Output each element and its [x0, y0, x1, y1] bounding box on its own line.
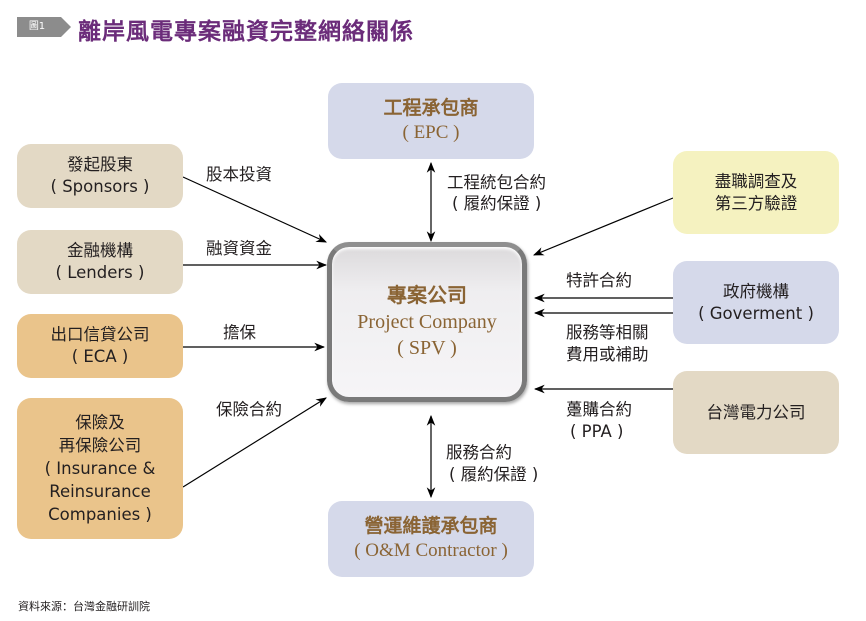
node-dd-line1: 盡職調查及 [714, 171, 798, 191]
arrow-insurance-spv [182, 397, 327, 488]
label-concession: 特許合約 [566, 271, 632, 290]
node-lenders: 金融機構 ( Lenders ) [17, 230, 183, 294]
node-om-en: ( O&M Contractor ) [354, 540, 508, 561]
node-spv: 專案公司 Project Company ( SPV ) [327, 242, 527, 402]
arrow-duediligence-spv [533, 197, 674, 256]
node-epc-zh: 工程承包商 [383, 98, 479, 119]
label-ppa-2: ( PPA ) [570, 422, 624, 441]
label-epc-contract-2: ( 履約保證 ) [452, 194, 542, 213]
node-epc-en: ( EPC ) [402, 122, 460, 143]
node-insurance-line3: ( Insurance & [44, 459, 156, 478]
node-taipower: 台灣電力公司 [673, 371, 839, 454]
arrow-sponsors-spv [182, 176, 327, 243]
node-government-zh: 政府機構 [723, 281, 789, 301]
label-financing: 融資資金 [206, 239, 272, 258]
label-insurance-contract: 保險合約 [216, 400, 282, 419]
node-sponsors-zh: 發起股東 [67, 155, 133, 174]
label-ppa-1: 躉購合約 [566, 400, 632, 419]
label-fees-1: 服務等相關 [566, 323, 649, 342]
label-om-contract-1: 服務合約 [446, 443, 512, 462]
node-lenders-zh: 金融機構 [67, 241, 133, 260]
node-eca-zh: 出口信貸公司 [50, 325, 150, 344]
node-insurance-line1: 保險及 [75, 413, 125, 432]
label-equity: 股本投資 [206, 165, 272, 184]
diagram-title: 離岸風電專案融資完整網絡關係 [78, 18, 414, 45]
node-taipower-zh: 台灣電力公司 [706, 402, 806, 422]
node-insurance-line5: Companies ) [48, 505, 152, 524]
node-eca-en: ( ECA ) [71, 347, 129, 366]
node-eca: 出口信貸公司 ( ECA ) [17, 314, 183, 378]
node-insurance-line4: Reinsurance [49, 482, 151, 501]
node-government-en: ( Goverment ) [698, 303, 814, 323]
node-om-zh: 營運維護承包商 [364, 516, 498, 537]
node-spv-zh: 專案公司 [387, 285, 467, 307]
label-om-contract-2: ( 履約保證 ) [449, 465, 539, 484]
label-fees-2: 費用或補助 [566, 345, 649, 364]
node-due-diligence: 盡職調查及 第三方驗證 [673, 151, 839, 234]
node-epc: 工程承包商 ( EPC ) [328, 83, 534, 159]
node-dd-line2: 第三方驗證 [714, 193, 798, 213]
label-epc-contract-1: 工程統包合約 [447, 173, 546, 192]
node-spv-abbr: ( SPV ) [397, 337, 457, 359]
node-lenders-en: ( Lenders ) [55, 263, 145, 282]
node-sponsors: 發起股東 ( Sponsors ) [17, 144, 183, 208]
label-guarantee: 擔保 [223, 323, 256, 342]
node-om: 營運維護承包商 ( O&M Contractor ) [328, 501, 534, 577]
node-insurance-line2: 再保險公司 [58, 436, 142, 455]
node-spv-en: Project Company [357, 311, 497, 333]
node-government: 政府機構 ( Goverment ) [673, 261, 839, 344]
node-insurance: 保險及 再保險公司 ( Insurance & Reinsurance Comp… [17, 398, 183, 539]
figure-tag: 圖1 [17, 17, 71, 37]
node-sponsors-en: ( Sponsors ) [50, 177, 150, 196]
source-note: 資料來源：台灣金融研訓院 [18, 600, 150, 613]
